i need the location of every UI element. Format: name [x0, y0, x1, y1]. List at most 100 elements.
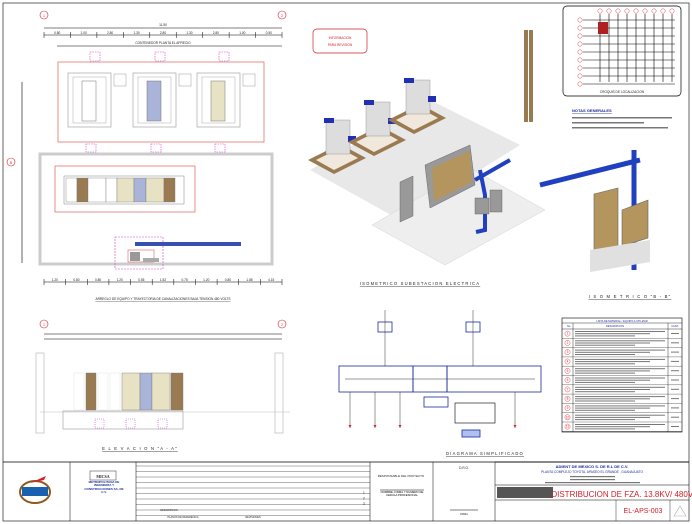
grid-label-1: 1 [43, 14, 45, 18]
elevation-panel [97, 372, 109, 411]
iso-transformer [365, 101, 391, 137]
grid-label-b: B [10, 161, 12, 165]
dimension-label: 1.20 [52, 278, 58, 282]
isometric-bb: I S O M E T R I C O "B - B" [539, 150, 672, 299]
table-item-number: 10 [566, 415, 570, 419]
dimension-label: 2.80 [213, 31, 219, 35]
switchgear-section [116, 177, 135, 203]
transformer [146, 80, 162, 122]
key-plan: CROQUIS DE LOCALIZACION [562, 5, 682, 97]
key-plan-title: CROQUIS DE LOCALIZACION [600, 90, 645, 94]
elevation-title: E L E V A C I O N "A - A" [102, 446, 178, 451]
table-item-number: 6 [567, 378, 569, 382]
revision-triangle-icon [673, 505, 687, 517]
signature-label: NOMBRE, FIRMA Y NUMERO DE CEDULA PROFESI… [380, 491, 424, 498]
elevation-view: 1 2 E L E V A C I O N "A - A" [35, 319, 290, 451]
table-header-no: No. [567, 324, 571, 328]
firma-label: FIRMA [460, 513, 468, 516]
review-stamp-line2: PARA REVISION [328, 43, 353, 47]
switchgear-section [163, 177, 176, 203]
drawing-title: DISTRIBUCION DE FZA. 13.8KV/ 480V. [551, 490, 692, 499]
table-item-number: 11 [566, 425, 570, 429]
responsible-label: RESPONSABLE DEL PROYECTO [378, 474, 425, 478]
dimension-label: 0.80 [225, 278, 231, 282]
review-stamp [312, 28, 368, 54]
revision-number: 3 [363, 502, 365, 506]
table-item-number: 9 [567, 406, 569, 410]
dimension-label: 4.15 [268, 278, 274, 282]
drawing-number: EL-APS-003 [624, 508, 663, 515]
dimension-label: 0.80 [95, 278, 101, 282]
dimension-label: 2.80 [107, 31, 113, 35]
elevation-panel [170, 372, 184, 411]
switchgear-section [105, 177, 118, 203]
table-header-description: DESCRIPCION [606, 324, 624, 328]
micsa-logo-text: MICSA [96, 474, 109, 479]
grid-label-2: 2 [281, 14, 283, 18]
simplified-diagram: DIAGRAMA SIMPLIFICADO [338, 310, 542, 456]
isometric-bb-title: I S O M E T R I C O "B - B" [589, 294, 672, 299]
iso-transformer [325, 119, 351, 155]
dimension-label: 1.00 [81, 31, 87, 35]
isometric-substation: INFORMACION PARA REVISION ISOMETRICO SUB… [308, 28, 546, 286]
table-item-number: 1 [567, 332, 569, 336]
title-block: 1 23 MICSA METROPOLITANA DE INGENIERIA Y … [3, 461, 692, 521]
equipment-table: LISTA DE MATERIAL / EQUIPO A UTILIZAR No… [561, 317, 683, 433]
plan-top-label: CONTENEDOR PLANTA EL APRECIO [135, 41, 191, 45]
elevation-panel [73, 372, 85, 411]
elevation-panel [151, 372, 171, 411]
table-item-number: 2 [567, 341, 569, 345]
iso-transformer [405, 79, 431, 115]
description-label: DESCRIPCION [160, 509, 178, 512]
overall-dimension: 11.50 [159, 23, 167, 27]
switchgear-section [65, 177, 78, 203]
grid-label-1-elev: 1 [43, 323, 45, 327]
revision-number: 2 [363, 497, 365, 501]
dimension-label: 2.80 [160, 31, 166, 35]
review-stamp-line1: INFORMACION [329, 36, 352, 40]
dimension-label: 1.52 [160, 278, 166, 282]
bottom-dimensions: 1.20 0.80 0.80 1.20 0.55 1.52 0.75 1.20 0.80 1.85… [43, 278, 283, 285]
dimension-label: 0.50 [266, 31, 272, 35]
barcode-pattern [497, 487, 553, 498]
transformer [81, 80, 97, 122]
isometric-title: ISOMETRICO SUBESTACION ELECTRICA [360, 281, 480, 286]
switchgear-section [87, 177, 107, 203]
switchgear-section [145, 177, 165, 203]
plan-view: 1 2 11.50 0.80 1.00 2.80 1.30 2.80 1.30 2.80 1.… [6, 10, 287, 301]
table-item-number: 8 [567, 397, 569, 401]
elevation-panel [109, 372, 121, 411]
notes-title: NOTAS GENERALES [572, 108, 612, 113]
grid-bubble-1 [39, 10, 49, 20]
diagram-title: DIAGRAMA SIMPLIFICADO [446, 451, 524, 456]
elevation-panel [85, 372, 97, 411]
plan-title: ARREGLO DE EQUIPO Y TRAYECTORIA DE CANAL… [95, 297, 230, 301]
site-name: PLANTA COMPLEJO TOYOTA, APASEO EL GRANDE… [541, 470, 643, 474]
reference-drawings-label: PLANOS DE REFERENCIA [167, 516, 198, 519]
dimension-label: 0.75 [182, 278, 188, 282]
dimension-label: 1.20 [203, 278, 209, 282]
grid-bubble-2 [277, 10, 287, 20]
dimension-label: 1.20 [117, 278, 123, 282]
top-dimensions: 0.80 1.00 2.80 1.30 2.80 1.30 2.80 1.00 0.50 [43, 31, 283, 38]
contractor-name: METROPOLITANA DE INGENIERIA Y CONSTRUCCI… [84, 481, 124, 494]
dimension-label: 0.55 [138, 278, 144, 282]
transformer [210, 80, 226, 122]
dimension-label: 1.30 [133, 31, 139, 35]
table-header-qty: CANT. [671, 324, 679, 328]
elevation-panel [139, 372, 153, 411]
table-item-number: 4 [567, 360, 569, 364]
revision-number: 1 [363, 491, 365, 495]
table-title: LISTA DE MATERIAL / EQUIPO A UTILIZAR [596, 319, 647, 323]
switchgear-section [133, 177, 147, 203]
dimension-label: 0.80 [54, 31, 60, 35]
dimension-label: 0.80 [73, 278, 79, 282]
dimension-label: 1.30 [186, 31, 192, 35]
dro-label: D.R.O. [459, 466, 469, 470]
general-notes: NOTAS GENERALES [572, 108, 672, 129]
dimension-label: 1.85 [246, 278, 252, 282]
dimension-label: 1.00 [239, 31, 245, 35]
